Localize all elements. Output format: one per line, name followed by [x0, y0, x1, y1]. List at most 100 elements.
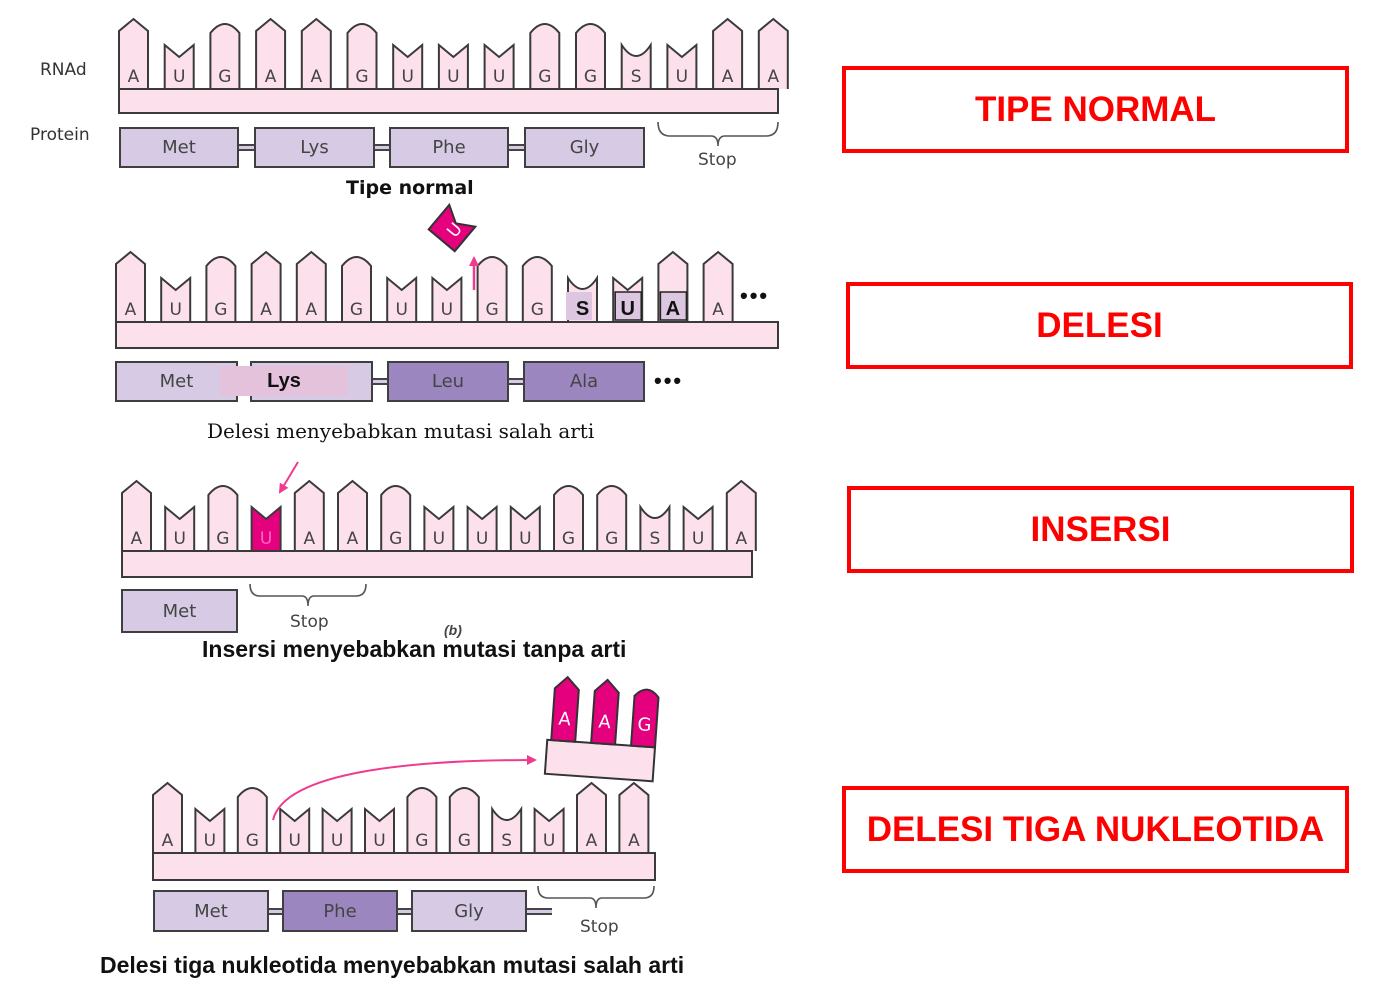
nucleotide-A: A [757, 17, 789, 89]
nucleotide-G: G [575, 23, 606, 89]
nucleotide-A: A [115, 250, 146, 322]
svg-text:S: S [650, 529, 661, 549]
nucleotide-A: A [337, 479, 368, 551]
nucleotide-G: G [406, 787, 438, 853]
nucleotide-U: U [437, 42, 469, 89]
protein-label: Protein [30, 125, 90, 145]
nucleotide-U: U [321, 806, 353, 853]
label-delesi: DELESI [846, 282, 1353, 369]
panel-letter: (b) [444, 622, 462, 638]
svg-text:G: G [538, 67, 551, 87]
nucleotide-U: U [509, 504, 541, 551]
nucleotide-U: U [279, 806, 311, 853]
nucleotide-U: U [666, 42, 698, 89]
svg-text:G: G [531, 300, 544, 320]
nucleotide-U: U [682, 504, 714, 551]
nucleotide-A: A [725, 479, 757, 551]
svg-text:A: A [586, 831, 598, 851]
svg-text:G: G [486, 300, 499, 320]
svg-text:G: G [637, 714, 652, 736]
nucleotide-U: U [423, 504, 455, 551]
svg-text:A: A [305, 300, 317, 320]
nucleotide-G: G [236, 787, 268, 853]
svg-text:S: S [576, 298, 589, 320]
nucleotide-U: U [392, 42, 424, 89]
nucleotide-U: U [194, 806, 226, 853]
label-insersi: INSERSI [847, 486, 1354, 573]
svg-text:A: A [310, 67, 322, 87]
nucleotide-A: A [657, 250, 689, 322]
svg-text:G: G [218, 67, 231, 87]
caption-delesi: Delesi menyebabkan mutasi salah arti [207, 419, 595, 443]
label-delesi-tiga-nukleotida: DELESI TIGA NUKLEOTIDA [842, 786, 1349, 873]
protein-leu: Leu [387, 361, 509, 402]
svg-text:S: S [501, 831, 512, 851]
nucleotide-A: A [255, 17, 287, 89]
svg-text:A: A [303, 529, 315, 549]
svg-text:U: U [692, 529, 704, 549]
svg-text:A: A [260, 300, 272, 320]
svg-text:U: U [543, 831, 555, 851]
svg-text:G: G [246, 831, 259, 851]
nucleotide-G: G [553, 485, 584, 551]
stop-brace-icon [537, 885, 655, 909]
deleted-u-nucleotide: U [427, 202, 478, 253]
nucleotide-G: G [207, 485, 239, 551]
protein-phe: Phe [282, 890, 398, 932]
peptide-bond [509, 378, 523, 385]
svg-text:U: U [173, 529, 185, 549]
nucleotide-G: G [380, 485, 412, 551]
nucleotide-A: A [618, 781, 650, 853]
nucleotide-A: A [295, 250, 327, 322]
protein-lys: Lys [254, 127, 375, 168]
nucleotide-G: G [596, 485, 628, 551]
svg-text:G: G [389, 529, 402, 549]
stop-label: Stop [580, 917, 619, 937]
nucleotide-U: U [466, 504, 498, 551]
nucleotide-U: U [160, 275, 192, 322]
nucleotide-A: A [576, 781, 607, 853]
svg-text:U: U [476, 529, 488, 549]
nucleotide-G: G [448, 787, 480, 853]
svg-text:U: U [373, 831, 385, 851]
svg-text:A: A [767, 67, 779, 87]
svg-text:U: U [169, 300, 181, 320]
protein-lys-label: Lys [220, 366, 348, 396]
nucleotide-A: A [702, 250, 734, 322]
stop-brace-icon [657, 121, 779, 147]
peptide-bond [375, 144, 389, 151]
svg-text:A: A [125, 300, 137, 320]
nucleotide-U: U [386, 275, 418, 322]
nucleotide-A: A [250, 250, 282, 322]
removed-aag-fragment: A A G [543, 675, 660, 783]
svg-text:A: A [347, 529, 359, 549]
svg-text:U: U [331, 831, 343, 851]
peptide-bond [269, 908, 282, 915]
svg-text:A: A [628, 831, 640, 851]
nucleotide-U: U [163, 42, 195, 89]
label-tipe-normal: TIPE NORMAL [842, 66, 1349, 153]
nucleotide-A: A [300, 17, 332, 89]
svg-text:G: G [355, 67, 368, 87]
nucleotide-U: U [431, 275, 463, 322]
nucleotide-G: G [346, 23, 378, 89]
svg-text:U: U [447, 67, 459, 87]
svg-text:U: U [620, 298, 634, 320]
svg-text:U: U [288, 831, 300, 851]
nucleotide-U: U [483, 42, 515, 89]
nucleotide-A: A [121, 479, 152, 551]
nucleotide-A: A [293, 479, 325, 551]
nucleotide-G: G [341, 256, 372, 322]
nucleotide-G: G [209, 23, 241, 89]
svg-text:A: A [598, 711, 612, 733]
svg-text:A: A [131, 529, 143, 549]
caption-delesi-tiga: Delesi tiga nukleotida menyebabkan mutas… [100, 952, 685, 978]
stop-label: Stop [290, 612, 329, 632]
nucleotide-G: G [476, 256, 508, 322]
rnad-label: RNAd [40, 60, 87, 80]
svg-text:G: G [584, 67, 597, 87]
ellipsis-rna: ••• [740, 283, 770, 308]
nucleotide-G: G [205, 256, 237, 322]
